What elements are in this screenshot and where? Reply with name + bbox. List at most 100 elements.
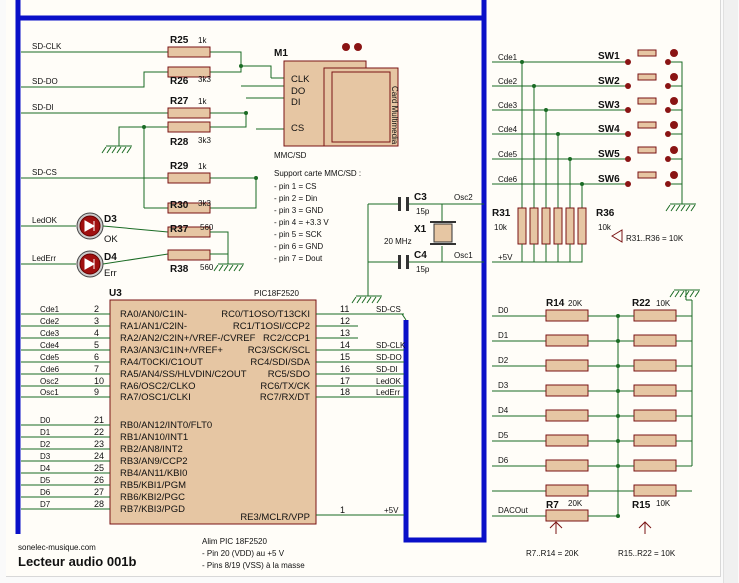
dac-resistor-r	[633, 334, 677, 347]
mcu-left-pin: 24	[94, 451, 104, 461]
svg-text:CLK: CLK	[291, 74, 310, 85]
dac-line-label: D3	[498, 381, 509, 390]
svg-text:Cde1: Cde1	[498, 53, 518, 62]
mcu-left-pin-name: RA3/AN3/C1IN+/VREF+	[120, 345, 223, 356]
svg-text:R36: R36	[596, 208, 615, 219]
mcu-left-pin-name: RA7/OSC1/CLKI	[120, 392, 191, 403]
svg-text:3k3: 3k3	[198, 136, 211, 145]
mcu-left-pin-name: RB0/AN12/INT0/FLT0	[120, 420, 212, 431]
mcu-right-pin: 17	[340, 376, 350, 386]
mcu-left-signal: Cde2	[40, 317, 60, 326]
svg-text:- Pins 8/19 (VSS) à la masse: - Pins 8/19 (VSS) à la masse	[202, 561, 305, 570]
svg-text:CS: CS	[291, 123, 304, 134]
svg-text:- Pin 20 (VDD) au +5 V: - Pin 20 (VDD) au +5 V	[202, 549, 285, 558]
svg-text:Osc2: Osc2	[454, 193, 473, 202]
mcu-right-signal: LedErr	[376, 388, 400, 397]
mcu-left-signal: D5	[40, 476, 51, 485]
mcu-left-signal: D4	[40, 464, 51, 473]
svg-text:R22: R22	[632, 298, 651, 309]
svg-text:SW3: SW3	[598, 100, 620, 111]
mcu-left-pin: 28	[94, 499, 104, 509]
mcu-right-pin-name: RC1/T1OSI/CCP2	[233, 321, 310, 332]
mcu-left-pin-name: RB3/AN9/CCP2	[120, 456, 188, 467]
dac-resistor-r7	[545, 484, 589, 497]
svg-text:SW2: SW2	[598, 76, 620, 87]
svg-text:Cde3: Cde3	[498, 101, 518, 110]
svg-text:R15: R15	[632, 500, 651, 511]
mcu-u3: U3 PIC18F2520	[109, 288, 317, 525]
mcu-right-pin: 15	[340, 352, 350, 362]
mcu-right-pin-name: RC2/CCP1	[263, 333, 310, 344]
mcu-left-pin-name: RA4/T0CKI/C1OUT	[120, 357, 203, 368]
dac-line-label: D1	[498, 331, 509, 340]
mcu-left-pin-name: RB1/AN10/INT1	[120, 432, 188, 443]
svg-text:20K: 20K	[568, 299, 583, 308]
mcu-left-signal: Osc2	[40, 377, 59, 386]
bus-top	[18, 0, 487, 21]
mcu-right-pin: 12	[340, 316, 350, 326]
mcu-left-signal: Cde1	[40, 305, 60, 314]
svg-text:R31: R31	[492, 208, 511, 219]
scrollbar[interactable]	[723, 0, 738, 583]
svg-text:MMC/SD: MMC/SD	[274, 151, 307, 160]
svg-text:SW1: SW1	[598, 51, 620, 62]
mcu-left-signal: D6	[40, 488, 51, 497]
mcu-right-signal: SD-DO	[376, 353, 402, 362]
svg-text:15p: 15p	[416, 207, 430, 216]
label-lederr: LedErr	[32, 254, 56, 263]
svg-text:R38: R38	[170, 264, 189, 275]
dac-line-label: D6	[498, 456, 509, 465]
mcu-right-pin-name: RC0/T1OSO/T13CKI	[221, 309, 310, 320]
svg-text:1k: 1k	[198, 162, 207, 171]
svg-text:560: 560	[200, 263, 214, 272]
mclr-pin: 1	[340, 505, 345, 515]
svg-text:10K: 10K	[656, 499, 671, 508]
dac-resistor-2r	[545, 459, 589, 472]
mmc-card-m1: M1 Card Multimedia CLK DO DI CS MMC/SD	[274, 43, 399, 160]
mcu-left-signal: D1	[40, 428, 51, 437]
svg-text:- pin 4 = +3.3 V: - pin 4 = +3.3 V	[274, 218, 329, 227]
mcu-left-pin: 26	[94, 475, 104, 485]
svg-text:OK: OK	[104, 234, 118, 245]
svg-text:R26: R26	[170, 76, 189, 87]
mcu-right-signal: LedOK	[376, 377, 402, 386]
svg-text:- pin 3 = GND: - pin 3 = GND	[274, 206, 323, 215]
label-sd-di: SD-DI	[32, 103, 54, 112]
dac-resistor-r	[633, 309, 677, 322]
svg-text:R30: R30	[170, 200, 189, 211]
svg-text:1k: 1k	[198, 36, 207, 45]
crystal-oscillator: C3 15p C4 15p X1 20 MHz Osc2 Osc1	[351, 192, 484, 304]
svg-text:Cde4: Cde4	[498, 125, 518, 134]
mcu-right-pin-name: RC6/TX/CK	[260, 381, 310, 392]
dac-line-label: D2	[498, 356, 509, 365]
svg-text:DO: DO	[291, 86, 305, 97]
dac-resistor-r	[633, 459, 677, 472]
power-notes: Alim PIC 18F2520 - Pin 20 (VDD) au +5 V …	[202, 537, 305, 570]
mcu-left-pin: 3	[94, 316, 99, 326]
mcu-right-signal: SD-CS	[376, 305, 401, 314]
mcu-left-pin: 21	[94, 415, 104, 425]
mcu-left-pin: 5	[94, 340, 99, 350]
mcu-left-pin-name: RA1/AN1/C2IN-	[120, 321, 187, 332]
mcu-right-pin-name: RC3/SCK/SCL	[248, 345, 310, 356]
svg-text:R37: R37	[170, 224, 189, 235]
svg-text:R31..R36 = 10K: R31..R36 = 10K	[626, 234, 684, 243]
svg-text:R27: R27	[170, 96, 189, 107]
mcu-left-signal: Cde6	[40, 365, 60, 374]
bus-right	[403, 18, 487, 543]
mcu-right-pin-name: RC4/SDI/SDA	[250, 357, 310, 368]
mcu-left-pin-name: RB2/AN8/INT2	[120, 444, 183, 455]
mcu-right-pin-name: RC7/RX/DT	[260, 392, 310, 403]
dac-resistor-r	[633, 409, 677, 422]
dac-line-label: D4	[498, 406, 509, 415]
sd-wires	[21, 51, 284, 209]
mcu-left-pin: 23	[94, 439, 104, 449]
mcu-left-pin: 7	[94, 364, 99, 374]
dac-line-label: D0	[498, 306, 509, 315]
mcu-left-signal: Cde5	[40, 353, 60, 362]
svg-text:10K: 10K	[656, 299, 671, 308]
mcu-left-pin-name: RB7/KBI3/PGD	[120, 504, 185, 515]
mmc-support-notes: Support carte MMC/SD : - pin 1 = CS - pi…	[274, 169, 361, 263]
